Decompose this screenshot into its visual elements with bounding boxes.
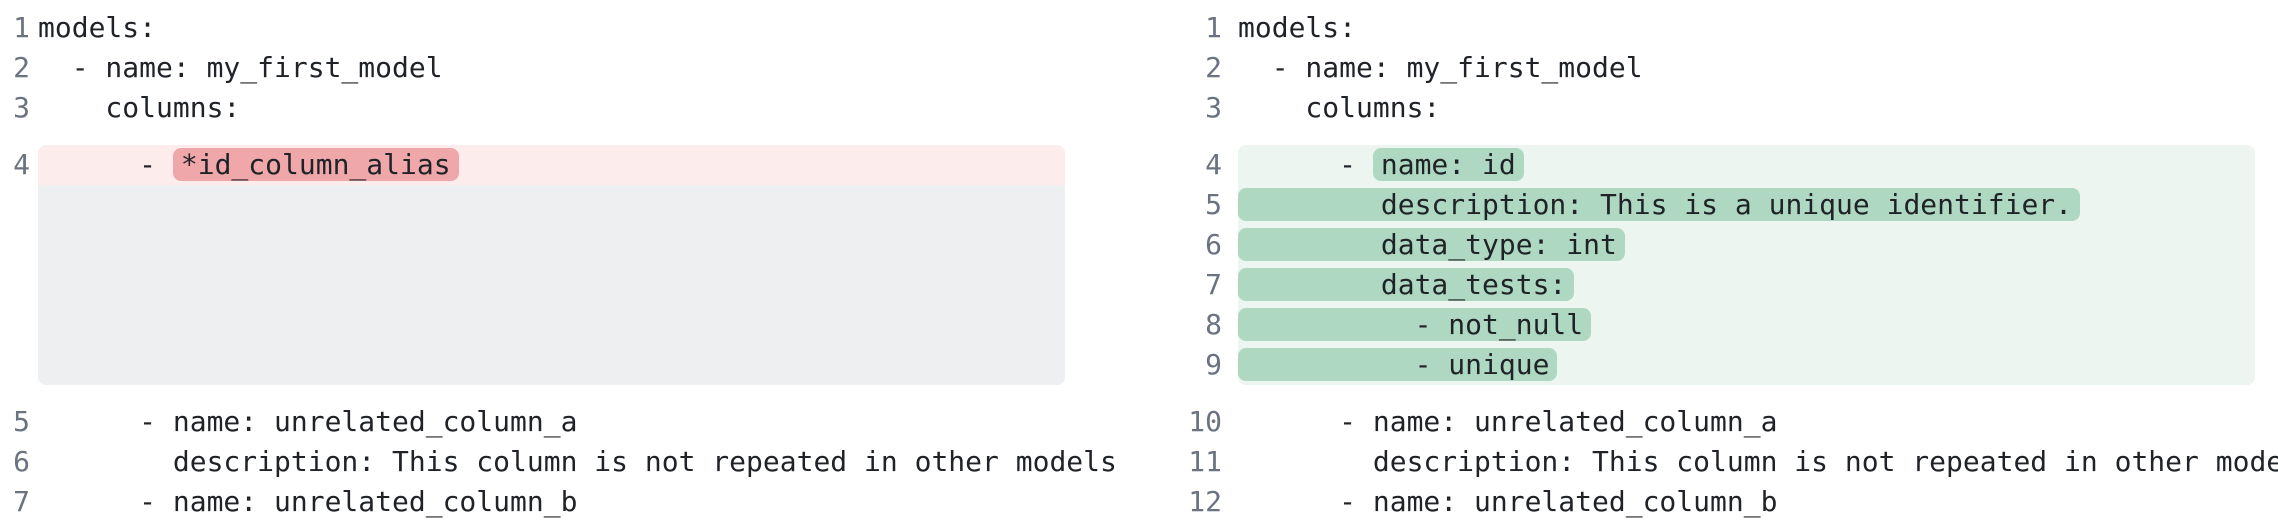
code-text: columns: xyxy=(38,88,1065,128)
line-number: 12 xyxy=(1188,485,1222,518)
removed-token: *id_column_alias xyxy=(172,148,459,181)
code-line: 1 models: xyxy=(1165,8,2255,48)
code-segment: - name: unrelated_column_a xyxy=(1238,405,1778,438)
line-number-column: 4 5 6 7 8 9 xyxy=(1165,145,1222,385)
code-segment: description: This column is not repeated… xyxy=(1238,445,2278,478)
line-number: 1 xyxy=(13,11,30,44)
line-number: 7 xyxy=(1205,268,1222,301)
added-token: description: This is a unique identifier… xyxy=(1238,188,2081,221)
removed-block: 4 - *id_column_alias xyxy=(0,145,1065,385)
code-line: - name: id xyxy=(1238,145,2255,185)
code-line: 2 - name: my_first_model xyxy=(0,48,1065,88)
code-line: description: This is a unique identifier… xyxy=(1238,185,2255,225)
line-number-column: 4 xyxy=(0,145,30,385)
code-segment: - xyxy=(1238,148,1373,181)
added-token: - unique xyxy=(1238,348,1558,381)
line-number: 5 xyxy=(13,405,30,438)
added-token: data_tests: xyxy=(1238,268,1575,301)
code-line: 10 - name: unrelated_column_a xyxy=(1165,402,2255,442)
code-text: description: This column is not repeated… xyxy=(38,442,1117,482)
code-line: 3 columns: xyxy=(0,88,1065,128)
code-segment: columns: xyxy=(38,91,241,124)
code-segment: - name: unrelated_column_b xyxy=(1238,485,1778,518)
line-number: 6 xyxy=(1205,228,1222,261)
added-block: 4 5 6 7 8 9 - name: id description: This is a… xyxy=(1165,145,2255,385)
code-segment: description: This column is not repeated… xyxy=(38,445,1117,478)
code-text: - name: unrelated_column_a xyxy=(38,402,1065,442)
line-number: 1 xyxy=(1205,11,1222,44)
code-segment: - name: unrelated_column_a xyxy=(38,405,578,438)
code-text: - name: unrelated_column_b xyxy=(1238,482,2255,522)
code-line: 11 description: This column is not repea… xyxy=(1165,442,2278,482)
code-line: - not_null xyxy=(1238,305,2255,345)
code-text: - name: my_first_model xyxy=(1238,48,2255,88)
code-text: - name: unrelated_column_a xyxy=(1238,402,2255,442)
code-segment: - xyxy=(38,148,173,181)
code-line: - unique xyxy=(1238,345,2255,385)
code-text: - name: unrelated_column_b xyxy=(38,482,1065,522)
highlight-box: - *id_column_alias xyxy=(38,145,1065,385)
added-token: name: id xyxy=(1372,148,1524,181)
code-text: models: xyxy=(38,8,1065,48)
code-line: 2 - name: my_first_model xyxy=(1165,48,2255,88)
line-number: 9 xyxy=(1205,348,1222,381)
line-number: 2 xyxy=(1205,51,1222,84)
code-text: columns: xyxy=(1238,88,2255,128)
line-number: 4 xyxy=(13,148,30,181)
code-line: - *id_column_alias xyxy=(38,145,1065,185)
code-line: 3 columns: xyxy=(1165,88,2255,128)
code-segment: models: xyxy=(1238,11,1357,44)
line-number: 3 xyxy=(13,91,30,124)
added-token: data_type: int xyxy=(1238,228,1625,261)
code-line: 12 - name: unrelated_column_b xyxy=(1165,482,2255,522)
code-line: 5 - name: unrelated_column_a xyxy=(0,402,1065,442)
line-number: 2 xyxy=(13,51,30,84)
line-number: 8 xyxy=(1205,308,1222,341)
line-number: 6 xyxy=(13,445,30,478)
code-segment: columns: xyxy=(1238,91,1441,124)
code-text: models: xyxy=(1238,8,2255,48)
code-segment: - name: my_first_model xyxy=(1238,51,1643,84)
code-line: data_tests: xyxy=(1238,265,2255,305)
code-segment: models: xyxy=(38,11,157,44)
line-number: 11 xyxy=(1188,445,1222,478)
code-segment: - name: unrelated_column_b xyxy=(38,485,578,518)
line-number: 3 xyxy=(1205,91,1222,124)
code-line: 7 - name: unrelated_column_b xyxy=(0,482,1065,522)
code-text: description: This column is not repeated… xyxy=(1238,442,2278,482)
added-token: - not_null xyxy=(1238,308,1592,341)
line-number: 10 xyxy=(1188,405,1222,438)
line-number: 5 xyxy=(1205,188,1222,221)
code-line: data_type: int xyxy=(1238,225,2255,265)
code-line: 6 description: This column is not repeat… xyxy=(0,442,1117,482)
code-segment: - name: my_first_model xyxy=(38,51,443,84)
code-text: - name: my_first_model xyxy=(38,48,1065,88)
collapsed-lines-filler xyxy=(38,185,1065,385)
line-number: 4 xyxy=(1205,148,1222,181)
line-number: 7 xyxy=(13,485,30,518)
highlight-box: - name: id description: This is a unique… xyxy=(1238,145,2255,385)
